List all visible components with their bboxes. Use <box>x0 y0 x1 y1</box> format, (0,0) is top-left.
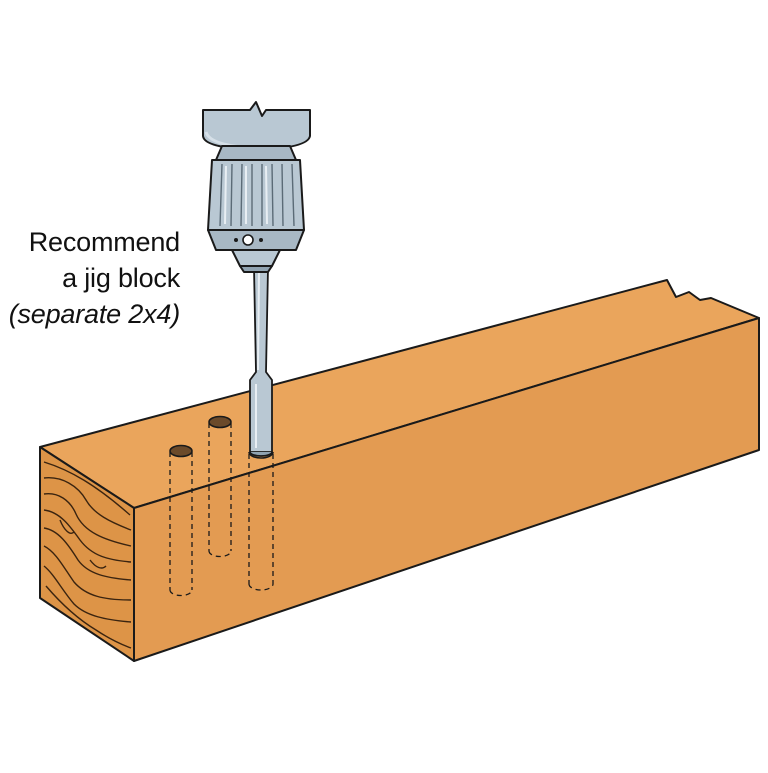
lumber-block-icon <box>39 279 760 662</box>
caption-line-1: Recommend <box>28 227 180 257</box>
lumber-end-face <box>39 446 135 662</box>
drilled-hole-2 <box>208 415 232 558</box>
drill-chuck-icon <box>202 101 311 273</box>
drill-bit-icon <box>249 267 273 457</box>
wood-grain-pattern <box>43 461 132 649</box>
drilled-hole-1 <box>169 444 193 597</box>
drilled-hole-3 <box>248 451 274 591</box>
caption-line-2: a jig block <box>62 263 180 293</box>
caption-line-3: (separate 2x4) <box>8 299 180 329</box>
jig-block-caption: Recommend a jig block (separate 2x4) <box>9 224 180 332</box>
